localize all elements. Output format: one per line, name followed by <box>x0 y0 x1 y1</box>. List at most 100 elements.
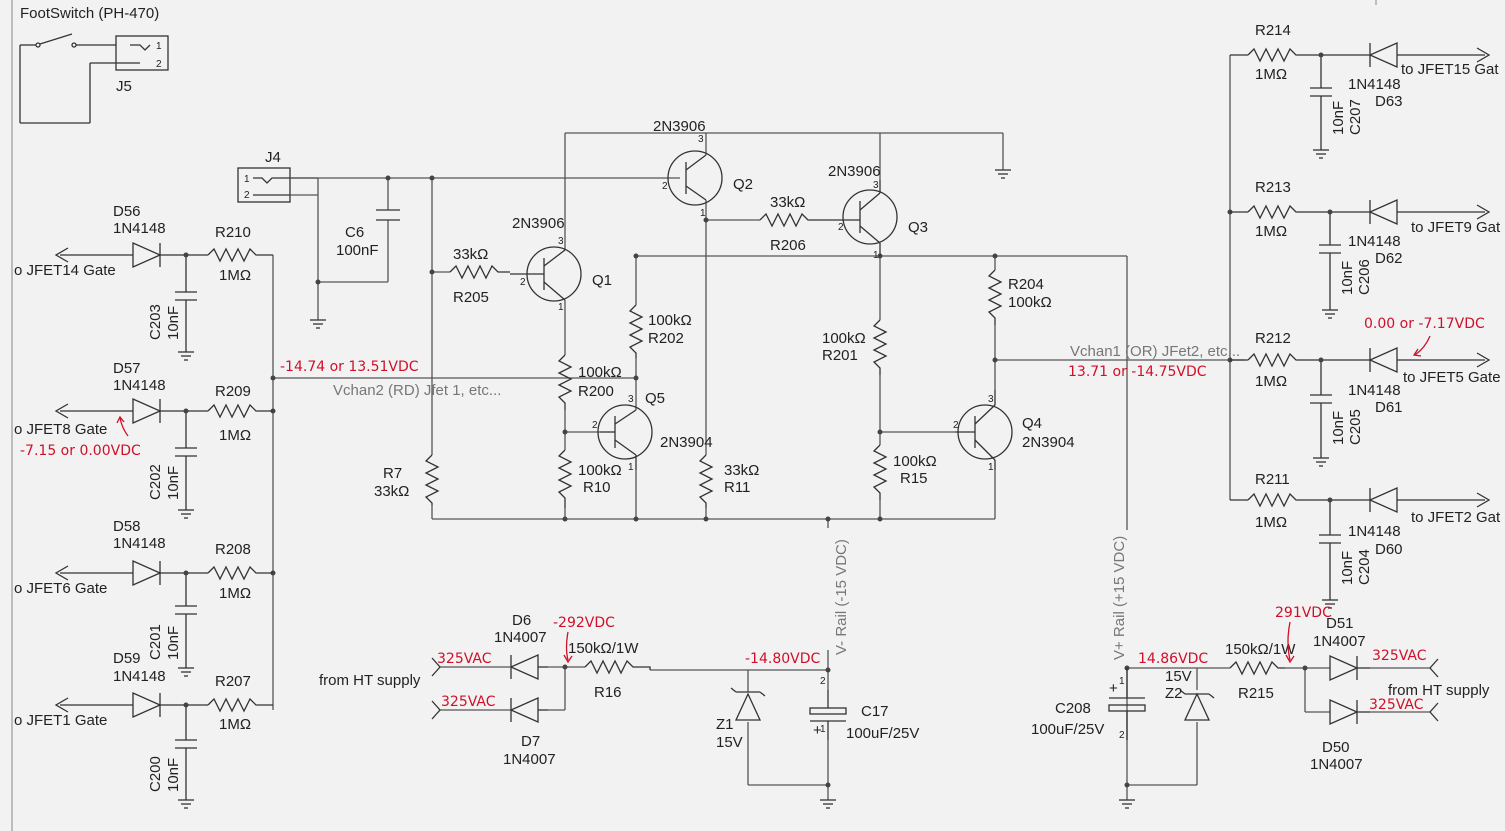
svg-text:C203: C203 <box>147 304 164 340</box>
ht-supply-right-label: from HT supply <box>1388 682 1490 699</box>
svg-text:291VDC: 291VDC <box>1275 605 1332 621</box>
svg-text:2N3904: 2N3904 <box>660 434 713 451</box>
svg-text:10nF: 10nF <box>1339 551 1356 585</box>
svg-text:1N4148: 1N4148 <box>1348 76 1401 93</box>
svg-text:R7: R7 <box>383 465 402 482</box>
svg-text:3: 3 <box>558 236 564 247</box>
svg-text:100kΩ: 100kΩ <box>1008 294 1052 311</box>
svg-text:1MΩ: 1MΩ <box>219 585 251 602</box>
svg-text:C202: C202 <box>147 464 164 500</box>
vchan1-voltage: 13.71 or -14.75VDC <box>1068 364 1207 380</box>
jfet8-voltage: -7.15 or 0.00VDC <box>20 443 141 459</box>
transistor-q4: 3 2 1 Q4 2N3904 <box>953 390 1075 473</box>
svg-text:Z1: Z1 <box>716 716 734 733</box>
svg-text:1MΩ: 1MΩ <box>219 716 251 733</box>
svg-text:R205: R205 <box>453 289 489 306</box>
svg-text:1N4007: 1N4007 <box>1313 633 1366 650</box>
svg-text:D7: D7 <box>521 733 540 750</box>
output-label-jfet14: o JFET14 Gate <box>14 262 116 279</box>
svg-text:1: 1 <box>1119 676 1125 687</box>
svg-text:100kΩ: 100kΩ <box>893 453 937 470</box>
vchan2-voltage: -14.74 or 13.51VDC <box>280 359 419 375</box>
transistor-q2: 3 2 1 2N3906 Q2 <box>653 118 753 219</box>
svg-text:100kΩ: 100kΩ <box>578 462 622 479</box>
svg-text:D61: D61 <box>1375 399 1403 416</box>
svg-text:150kΩ/1W: 150kΩ/1W <box>1225 641 1296 658</box>
output-label-jfet5: to JFET5 Gate <box>1403 369 1501 386</box>
svg-text:Q5: Q5 <box>645 390 665 407</box>
vplus-rail-label: V+ Rail (+15 VDC) <box>1111 536 1128 660</box>
svg-text:10nF: 10nF <box>165 466 182 500</box>
svg-text:14.86VDC: 14.86VDC <box>1138 651 1208 667</box>
svg-text:2: 2 <box>244 190 250 201</box>
svg-text:R16: R16 <box>594 684 622 701</box>
svg-text:2: 2 <box>156 59 162 70</box>
svg-text:3: 3 <box>988 394 994 405</box>
svg-text:R207: R207 <box>215 673 251 690</box>
svg-text:1: 1 <box>988 462 994 473</box>
svg-text:C204: C204 <box>1356 549 1373 585</box>
vminus-rail-label: V- Rail (-15 VDC) <box>833 539 850 655</box>
transistor-q1: 3 2 1 2N3906 Q1 <box>510 215 612 313</box>
svg-text:100kΩ: 100kΩ <box>648 312 692 329</box>
svg-text:R209: R209 <box>215 383 251 400</box>
jfet5-voltage: 0.00 or -7.17VDC <box>1364 316 1485 332</box>
svg-text:1MΩ: 1MΩ <box>1255 223 1287 240</box>
svg-text:C6: C6 <box>345 224 364 241</box>
svg-text:10nF: 10nF <box>1330 101 1347 135</box>
svg-text:1: 1 <box>700 208 706 219</box>
ht-supply-left-label: from HT supply <box>319 672 421 689</box>
transistor-q3: 3 2 1 2N3906 Q3 <box>815 163 928 261</box>
svg-text:R212: R212 <box>1255 330 1291 347</box>
svg-text:33kΩ: 33kΩ <box>770 194 805 211</box>
svg-text:1: 1 <box>628 462 634 473</box>
svg-text:15V: 15V <box>1165 668 1192 685</box>
svg-text:J5: J5 <box>116 78 132 95</box>
svg-text:D63: D63 <box>1375 93 1403 110</box>
svg-text:1MΩ: 1MΩ <box>1255 514 1287 531</box>
svg-text:1N4007: 1N4007 <box>494 629 547 646</box>
svg-text:D57: D57 <box>113 360 141 377</box>
svg-text:D58: D58 <box>113 518 141 535</box>
svg-text:1: 1 <box>873 250 879 261</box>
svg-text:100uF/25V: 100uF/25V <box>846 725 919 742</box>
svg-text:2: 2 <box>953 420 959 431</box>
ground-symbols <box>310 169 1135 809</box>
svg-text:C205: C205 <box>1347 409 1364 445</box>
svg-text:C200: C200 <box>147 756 164 792</box>
svg-text:R11: R11 <box>724 479 750 496</box>
svg-text:Q3: Q3 <box>908 219 928 236</box>
resistor-r200: 100kΩ R200 <box>557 354 622 410</box>
svg-text:R215: R215 <box>1238 685 1274 702</box>
svg-text:1MΩ: 1MΩ <box>1255 373 1287 390</box>
svg-text:R214: R214 <box>1255 22 1291 39</box>
svg-text:15V: 15V <box>716 734 743 751</box>
svg-text:1N4148: 1N4148 <box>113 668 166 685</box>
svg-text:C207: C207 <box>1347 99 1364 135</box>
svg-text:33kΩ: 33kΩ <box>724 462 759 479</box>
svg-text:D62: D62 <box>1375 250 1403 267</box>
svg-text:1N4148: 1N4148 <box>1348 233 1401 250</box>
svg-text:R204: R204 <box>1008 276 1044 293</box>
svg-text:R213: R213 <box>1255 179 1291 196</box>
svg-text:325VAC: 325VAC <box>1372 648 1427 664</box>
svg-text:10nF: 10nF <box>165 758 182 792</box>
svg-text:R201: R201 <box>822 347 858 364</box>
svg-text:Q2: Q2 <box>733 176 753 193</box>
svg-text:2: 2 <box>820 676 826 687</box>
svg-text:+: + <box>813 722 822 739</box>
svg-text:2N3906: 2N3906 <box>512 215 565 232</box>
output-label-jfet15: to JFET15 Gat <box>1401 61 1499 78</box>
svg-text:2N3906: 2N3906 <box>653 118 706 135</box>
footswitch-title: FootSwitch (PH-470) <box>20 5 159 22</box>
output-label-jfet1: o JFET1 Gate <box>14 712 107 729</box>
svg-text:Q1: Q1 <box>592 272 612 289</box>
svg-text:+: + <box>1109 680 1118 697</box>
resistor-r10: 100kΩ R10 <box>557 449 622 508</box>
